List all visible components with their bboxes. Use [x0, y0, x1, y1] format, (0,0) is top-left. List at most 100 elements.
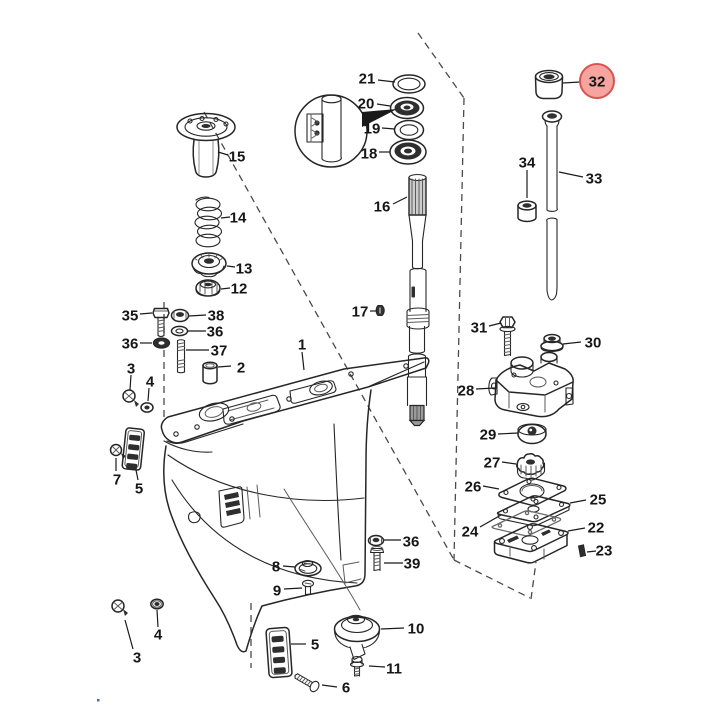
part-label-35[interactable]: 35 [122, 308, 139, 325]
artifact-dot [97, 699, 100, 702]
leader-line-31 [488, 322, 502, 327]
highlight-circle[interactable] [579, 63, 615, 99]
leader-line-1 [301, 351, 305, 371]
part-label-36[interactable]: 36 [122, 336, 139, 353]
part-label-37[interactable]: 37 [211, 343, 228, 360]
leader-line-8 [282, 565, 296, 568]
part-27-impeller [516, 453, 546, 481]
part-label-4[interactable]: 4 [154, 627, 163, 644]
part-label-16[interactable]: 16 [374, 199, 391, 216]
leader-line-6 [321, 684, 338, 688]
leader-line-24 [479, 514, 502, 528]
leader-line-38 [188, 314, 207, 317]
part-37-stud [176, 339, 186, 374]
part-label-5[interactable]: 5 [135, 481, 143, 498]
part-label-36[interactable]: 36 [207, 324, 224, 341]
part-label-10[interactable]: 10 [408, 621, 425, 638]
leader-line-4 [147, 387, 150, 402]
part-label-9[interactable]: 9 [273, 583, 281, 600]
leader-line-20 [376, 103, 391, 107]
leader-line-25 [569, 499, 587, 504]
part-label-31[interactable]: 31 [471, 320, 488, 337]
part-label-27[interactable]: 27 [484, 455, 501, 472]
part-label-32[interactable]: 32 [589, 74, 606, 91]
part-15-bearing-carrier [176, 112, 236, 178]
dashed-boundary-lines [163, 32, 537, 668]
part-30-grommet [540, 333, 564, 353]
part-label-15[interactable]: 15 [229, 149, 246, 166]
part-label-21[interactable]: 21 [359, 71, 376, 88]
part-label-20[interactable]: 20 [358, 96, 375, 113]
leader-line-19 [381, 127, 396, 130]
part-label-29[interactable]: 29 [480, 427, 497, 444]
part-label-19[interactable]: 19 [364, 121, 381, 138]
part-18-bearing [389, 139, 427, 165]
part-38-locknut [170, 308, 190, 323]
part-label-12[interactable]: 12 [231, 281, 248, 298]
part-5-anode-lower [265, 626, 293, 679]
part-label-18[interactable]: 18 [361, 146, 378, 163]
part-label-17[interactable]: 17 [352, 304, 369, 321]
leader-line-11 [368, 665, 386, 668]
part-33-water-tube [541, 110, 563, 301]
leader-line-26 [482, 485, 500, 490]
part-label-34[interactable]: 34 [519, 155, 536, 172]
leader-line-27 [501, 461, 517, 465]
leader-line-3 [129, 374, 132, 391]
part-label-3[interactable]: 3 [127, 361, 135, 378]
part-9-screw [301, 579, 315, 596]
leader-line-29 [497, 432, 519, 435]
leader-line-32 [562, 81, 581, 84]
part-29-seal-ring [517, 423, 547, 445]
part-label-39[interactable]: 39 [404, 556, 421, 573]
leader-line-30 [562, 341, 582, 345]
leader-line-14 [220, 216, 231, 219]
part-label-6[interactable]: 6 [342, 680, 350, 697]
part-36-nut-c [367, 534, 385, 547]
part-label-3[interactable]: 3 [133, 650, 141, 667]
part-17-clip [375, 305, 385, 316]
part-label-23[interactable]: 23 [596, 543, 613, 560]
part-label-13[interactable]: 13 [236, 261, 253, 278]
part-4-washer-lower [150, 598, 164, 610]
leader-line-4 [156, 609, 159, 628]
part-label-33[interactable]: 33 [586, 171, 603, 188]
part-label-38[interactable]: 38 [208, 308, 225, 325]
part-39-bolt [369, 546, 385, 572]
part-label-8[interactable]: 8 [272, 559, 280, 576]
part-4-washer-upper [140, 402, 154, 413]
part-label-11[interactable]: 11 [386, 661, 402, 678]
part-22-pump-base [493, 522, 569, 564]
part-23-key-pin [577, 544, 587, 558]
part-31-bolt [499, 316, 516, 357]
part-5-anode-upper [121, 427, 145, 471]
part-label-2[interactable]: 2 [237, 360, 245, 377]
leader-line-3 [124, 619, 134, 650]
leader-line-22 [567, 527, 586, 532]
part-26-face-plate [498, 477, 567, 506]
part-label-25[interactable]: 25 [590, 492, 607, 509]
part-label-22[interactable]: 22 [588, 520, 605, 537]
part-label-7[interactable]: 7 [113, 472, 121, 489]
part-8-drain-plug [294, 559, 322, 577]
part-label-28[interactable]: 28 [458, 383, 475, 400]
leader-line-15 [217, 151, 229, 156]
part-19-oring [393, 119, 425, 141]
part-label-4[interactable]: 4 [146, 374, 155, 391]
part-label-36[interactable]: 36 [403, 534, 420, 551]
part-2-bushing [202, 361, 218, 385]
part-label-26[interactable]: 26 [465, 479, 482, 496]
part-label-1[interactable]: 1 [298, 337, 306, 354]
part-24-gasket [491, 510, 562, 537]
part-36-washer-a [170, 325, 189, 337]
leader-line-10 [380, 627, 405, 630]
part-label-14[interactable]: 14 [230, 210, 247, 227]
part-label-30[interactable]: 30 [585, 335, 602, 352]
part-label-24[interactable]: 24 [462, 524, 479, 541]
magnifier-pointer-wedge [362, 109, 397, 127]
part-12-locknut [195, 279, 221, 297]
part-label-5[interactable]: 5 [311, 637, 319, 654]
leader-line-2 [217, 365, 232, 368]
leader-line-33 [558, 171, 584, 178]
